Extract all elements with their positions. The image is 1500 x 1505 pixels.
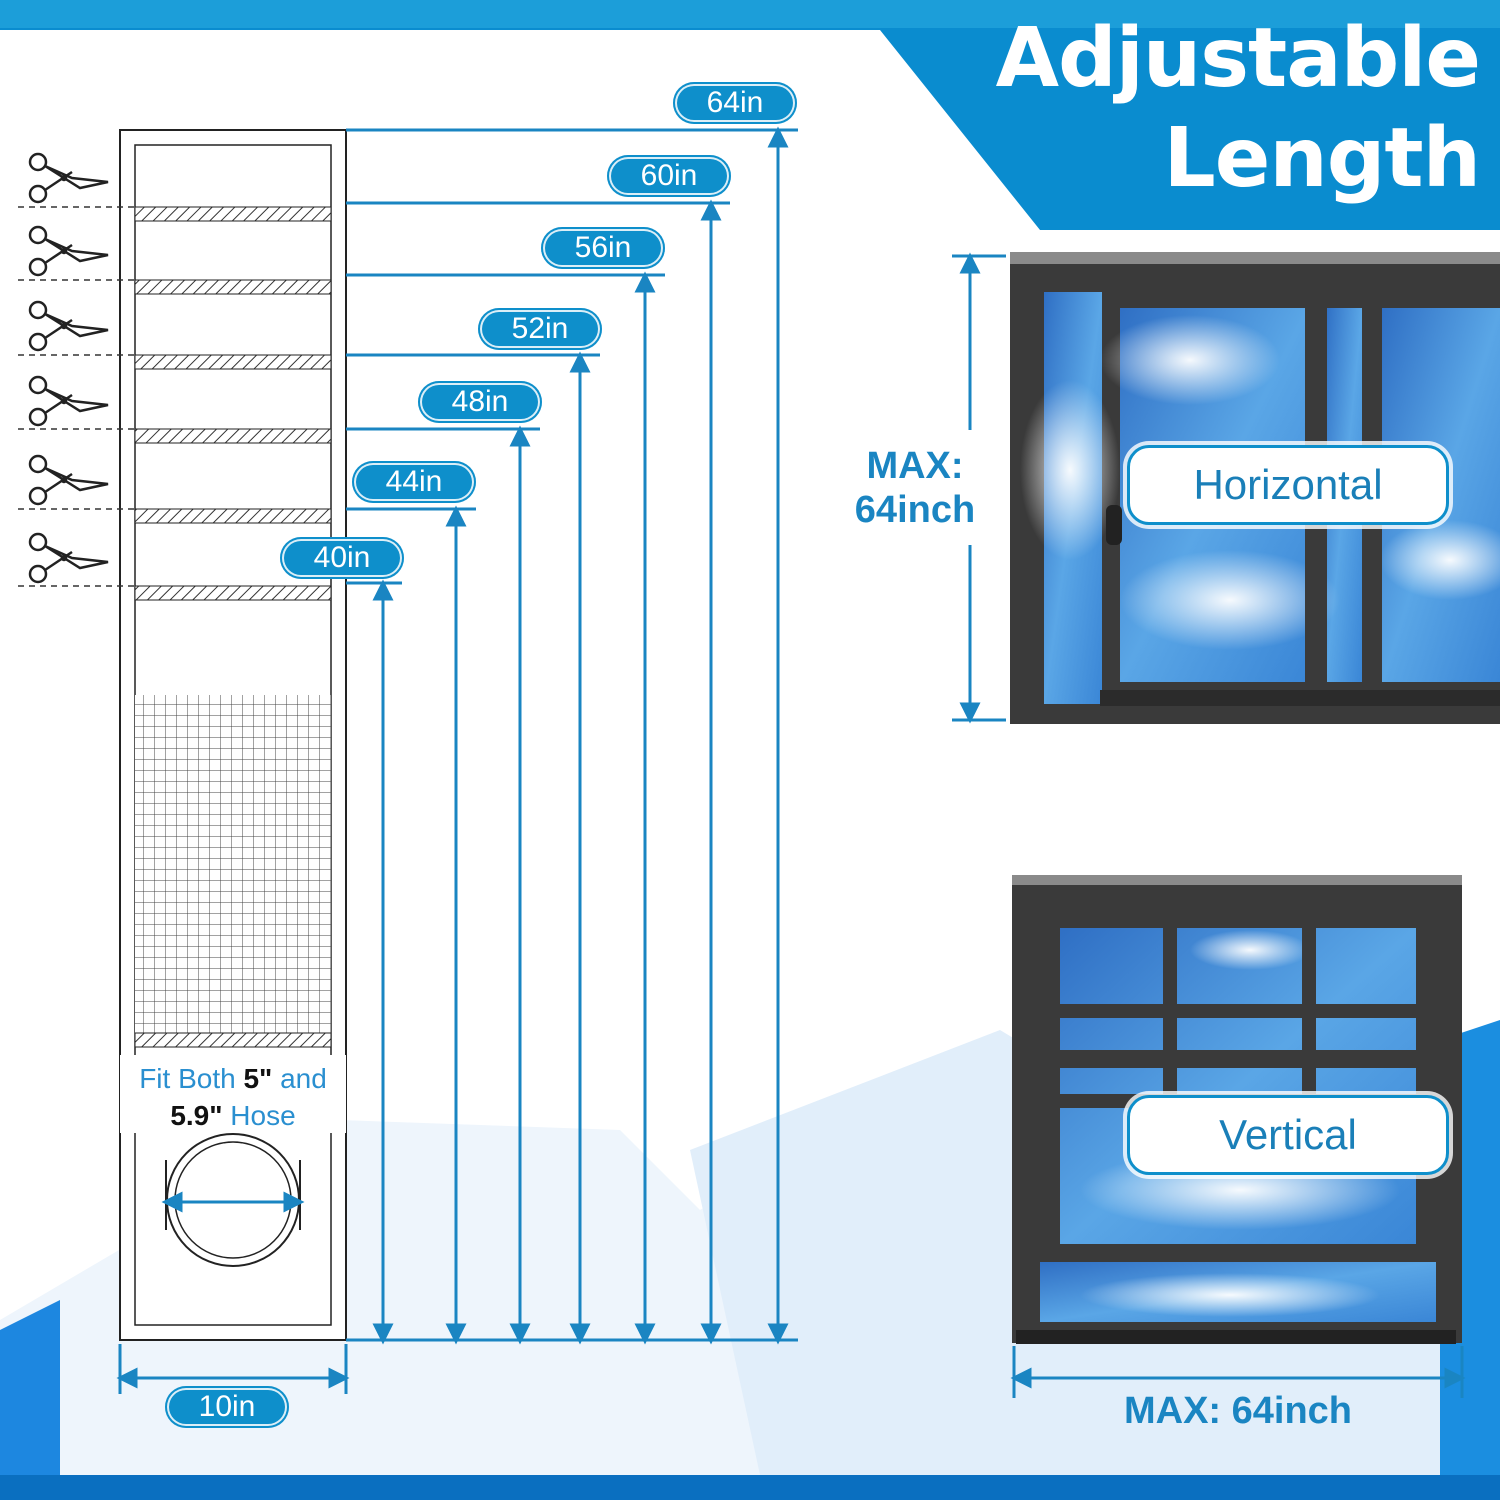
- length-badge-64: 64in: [673, 82, 797, 124]
- length-badge-52: 52in: [478, 308, 602, 350]
- adjustable-panel: [119, 129, 347, 1341]
- length-badge-48: 48in: [418, 381, 542, 423]
- length-badge-44: 44in: [352, 461, 476, 503]
- hose-fit-note: Fit Both 5" and 5.9" Hose: [118, 1060, 348, 1134]
- hose-size-1: 5": [243, 1063, 273, 1094]
- scissors-icon: [28, 225, 109, 277]
- title-line-2: Length: [1163, 111, 1481, 206]
- title-line-1: Adjustable: [995, 11, 1481, 106]
- scissors-icon: [28, 300, 109, 352]
- scissors-icon: [28, 152, 109, 204]
- length-badge-60: 60in: [607, 155, 731, 197]
- width-badge: 10in: [165, 1386, 289, 1428]
- hose-size-2: 5.9": [170, 1100, 223, 1131]
- horizontal-max-length: MAX: 64inch: [840, 444, 990, 532]
- horizontal-max-line-1: MAX:: [866, 445, 964, 487]
- scissors-icon: [28, 532, 109, 584]
- hose-note-suffix: Hose: [230, 1100, 296, 1131]
- hose-note-connector: and: [280, 1063, 327, 1094]
- horizontal-max-line-2: 64inch: [854, 489, 976, 531]
- length-badge-40: 40in: [280, 537, 404, 579]
- scissors-icon: [28, 454, 109, 506]
- measurement-lines: [116, 126, 798, 1394]
- scissors-group: [28, 152, 109, 584]
- length-badge-56: 56in: [541, 227, 665, 269]
- vertical-label: Vertical: [1127, 1095, 1449, 1175]
- vertical-max-length: MAX: 64inch: [1123, 1390, 1353, 1432]
- cut-lines: [18, 206, 135, 587]
- hose-note-prefix: Fit Both: [139, 1063, 236, 1094]
- horizontal-label: Horizontal: [1127, 445, 1449, 525]
- scissors-icon: [28, 375, 109, 427]
